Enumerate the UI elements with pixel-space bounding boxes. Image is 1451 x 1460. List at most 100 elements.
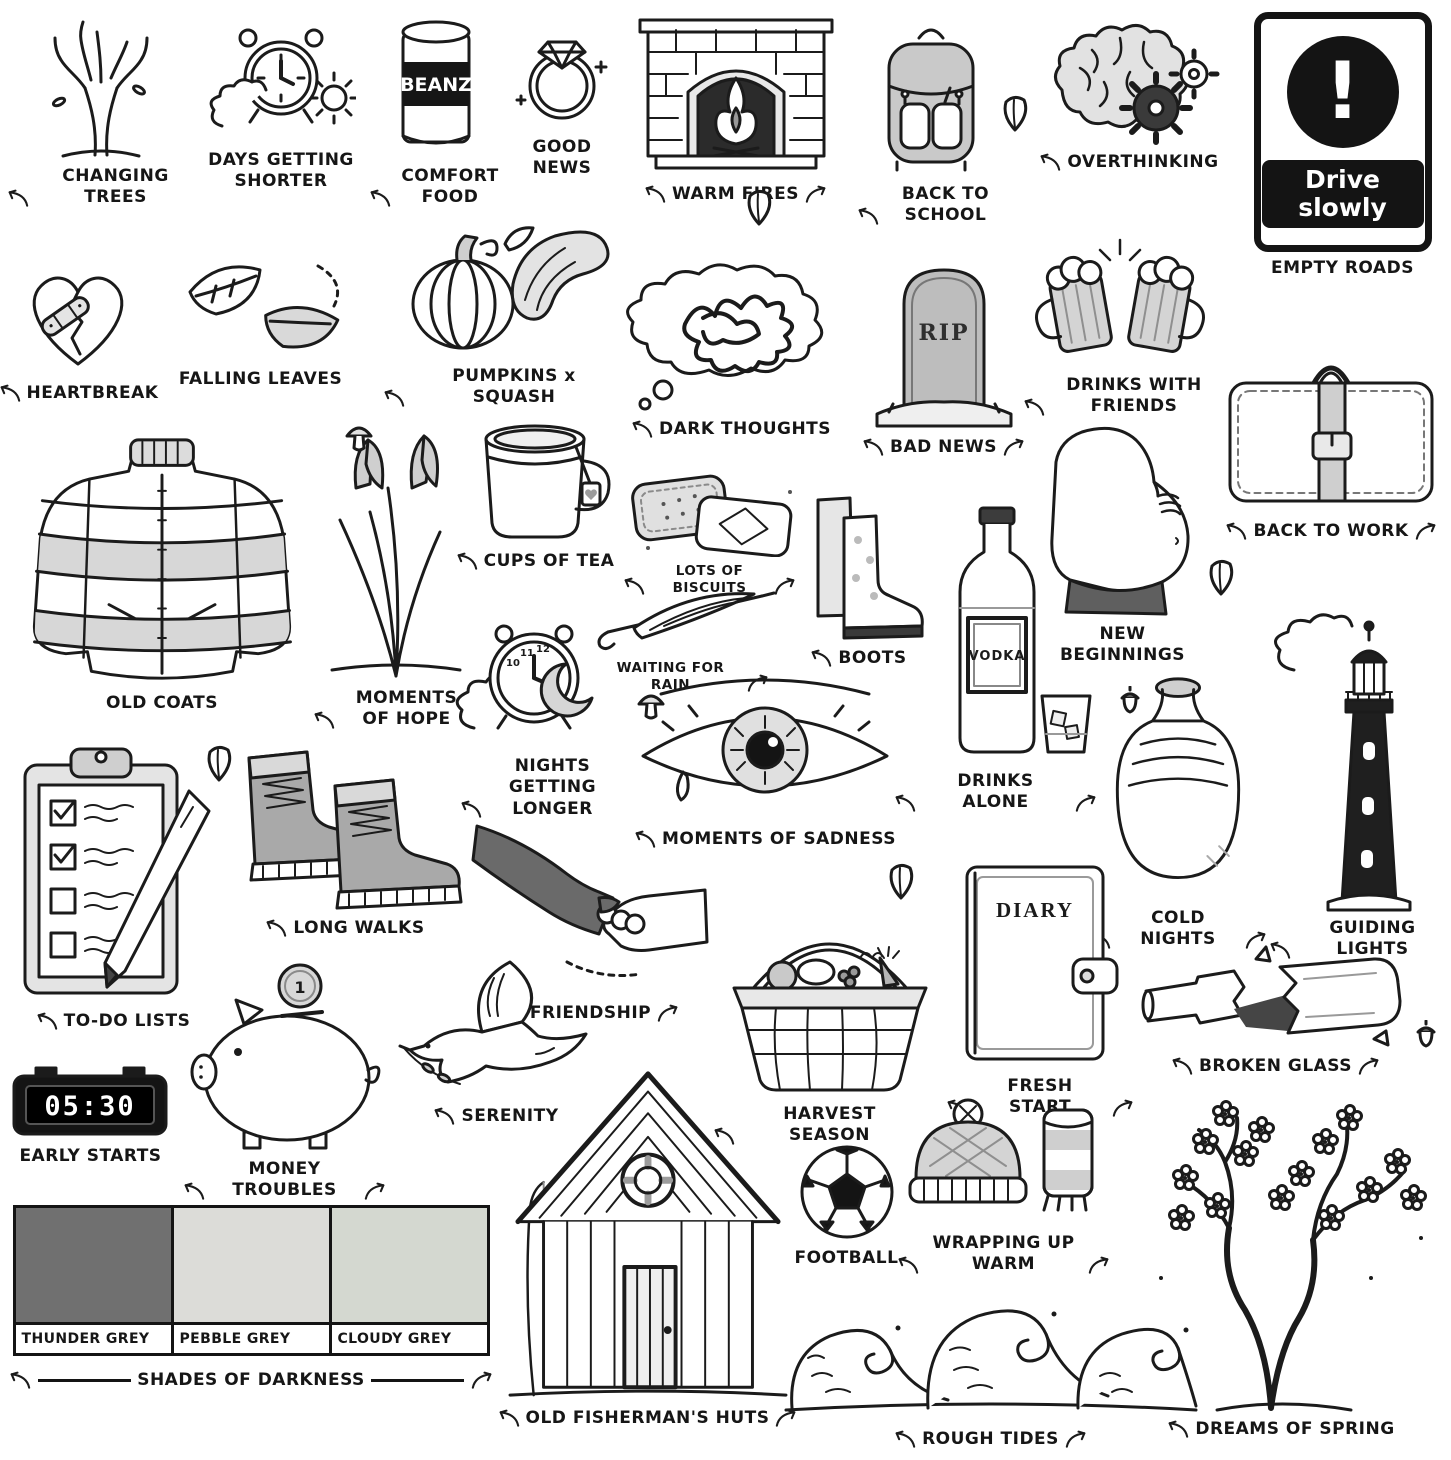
item-cold-nights: COLD NIGHTS xyxy=(1088,672,1268,951)
item-long-walks: LONG WALKS xyxy=(212,732,477,939)
item-label: COLD NIGHTS xyxy=(1140,908,1216,950)
item-falling-leaves: FALLING LEAVES xyxy=(168,248,353,390)
item-label: WARM FIRES xyxy=(672,184,799,204)
football-icon xyxy=(800,1145,893,1239)
crocus-flowers-icon xyxy=(330,434,462,678)
ring-icon xyxy=(515,40,608,120)
item-label: CUPS OF TEA xyxy=(483,551,615,571)
item-money-troubles: 1 MONEY TROUBLES xyxy=(182,948,387,1202)
arrow-icon xyxy=(364,1182,385,1200)
item-cups-of-tea: CUPS OF TEA xyxy=(452,405,617,572)
arrow-icon xyxy=(1415,522,1435,540)
hiking-boots-icon xyxy=(247,750,462,910)
mushroom-icon xyxy=(637,694,665,720)
item-label: OLD COATS xyxy=(106,693,218,713)
arrow-icon xyxy=(1024,398,1045,416)
fireplace-icon xyxy=(638,18,833,170)
sign-text: Drive slowly xyxy=(1261,160,1424,228)
alarm-clock-cloud-icon xyxy=(209,28,356,128)
bottle-label-text: VODKA xyxy=(968,649,1025,664)
item-new-beginnings: NEW BEGINNINGS xyxy=(1008,418,1208,667)
clock-numeral: 12 xyxy=(536,644,550,655)
broken-heart-icon xyxy=(32,276,124,366)
item-moments-of-sadness: MOMENTS OF SADNESS xyxy=(622,668,907,850)
fisherman-hut-icon xyxy=(508,1071,787,1397)
biscuits-icon xyxy=(630,474,792,557)
arrow-icon xyxy=(805,185,826,203)
item-back-to-work: BACK TO WORK xyxy=(1216,335,1446,542)
arrow-icon xyxy=(499,1409,519,1427)
item-label: EARLY STARTS xyxy=(19,1146,162,1166)
blossom-tree-icon xyxy=(1158,1100,1427,1412)
diary-cover-text: DIARY xyxy=(996,898,1074,922)
arrow-icon xyxy=(863,438,884,456)
arrow-icon xyxy=(457,552,477,570)
clasped-hands-icon xyxy=(471,824,708,977)
item-overthinking: OVERTHINKING xyxy=(1036,16,1221,173)
item-to-do-lists: TO-DO LISTS xyxy=(10,735,215,1032)
item-comfort-food: BEANZ COMFORT FOOD xyxy=(368,10,503,209)
arrow-icon xyxy=(1358,1057,1379,1075)
arrow-icon xyxy=(435,1107,455,1125)
briefcase-icon xyxy=(1228,365,1434,503)
item-label: LONG WALKS xyxy=(293,918,425,938)
item-label: DREAMS OF SPRING xyxy=(1195,1419,1395,1439)
arrow-icon xyxy=(184,1182,205,1200)
item-label: BROKEN GLASS xyxy=(1198,1056,1353,1076)
leaf-icon xyxy=(207,745,232,782)
item-old-coats: OLD COATS xyxy=(12,432,312,714)
piggy-bank-icon: 1 xyxy=(190,963,381,1150)
item-label: SHADES OF DARKNESS xyxy=(137,1370,365,1390)
arrow-icon xyxy=(1227,522,1247,540)
item-label: PUMPKINS x SQUASH xyxy=(452,366,576,408)
item-changing-trees: CHANGING TREES xyxy=(6,10,196,209)
swatch-color xyxy=(15,1208,171,1322)
arrow-icon xyxy=(1172,1057,1193,1075)
arrow-icon xyxy=(314,711,335,729)
item-label: ROUGH TIDES xyxy=(922,1429,1059,1449)
leaves-icon xyxy=(188,264,340,349)
brain-gears-icon xyxy=(1054,24,1220,145)
item-label: COMFORT FOOD xyxy=(401,166,499,208)
item-pumpkins-squash: PUMPKINS x SQUASH xyxy=(382,200,617,409)
item-label: HEARTBREAK xyxy=(26,383,159,403)
broken-bottle-icon xyxy=(1141,945,1402,1047)
vodka-bottle-glass-icon: VODKA xyxy=(958,506,1091,754)
item-label: GOOD NEWS xyxy=(532,137,592,179)
item-label: SERENITY xyxy=(461,1106,559,1126)
item-label: HARVEST SEASON xyxy=(783,1104,876,1146)
diary-icon: DIARY xyxy=(965,865,1119,1061)
item-boots: BOOTS xyxy=(788,482,928,669)
thought-cloud-scribble-icon xyxy=(625,263,823,411)
item-label: FRIENDSHIP xyxy=(529,1003,652,1023)
closed-umbrella-icon xyxy=(597,591,776,651)
arrow-icon xyxy=(471,1371,492,1389)
arrow-icon xyxy=(812,649,832,667)
item-label: OVERTHINKING xyxy=(1067,152,1219,172)
item-label: DAYS GETTING SHORTER xyxy=(208,150,354,192)
arrow-icon xyxy=(37,1012,57,1030)
item-label: MONEY TROUBLES xyxy=(232,1159,337,1201)
item-broken-glass: BROKEN GLASS xyxy=(1138,935,1413,1077)
arrow-icon xyxy=(1065,1430,1086,1448)
item-label: LOTS OF BISCUITS xyxy=(672,563,747,596)
bracket: SHADES OF DARKNESS xyxy=(8,1370,494,1391)
digital-clock-time: 05:30 xyxy=(44,1091,135,1122)
arrow-icon xyxy=(645,185,666,203)
arrow-icon xyxy=(0,384,20,402)
pumpkin-squash-icon xyxy=(411,226,609,350)
backpack-icon xyxy=(887,28,975,172)
digital-clock-icon: 05:30 xyxy=(12,1066,168,1136)
leaf-icon xyxy=(1003,95,1028,132)
item-fresh-start: DIARY FRESH START xyxy=(945,855,1135,1119)
gravestone-text: RIP xyxy=(918,320,969,346)
grey-swatches: THUNDER GREY PEBBLE GREY CLOUDY GREY xyxy=(12,1205,490,1356)
item-guiding-lights: GUIDING LIGHTS xyxy=(1268,592,1448,961)
item-label: NIGHTS GETTING LONGER xyxy=(508,756,597,819)
swatch-name: CLOUDY GREY xyxy=(331,1322,487,1353)
item-label: DARK THOUGHTS xyxy=(658,419,832,439)
item-days-getting-shorter: DAYS GETTING SHORTER xyxy=(196,14,366,193)
item-label: MOMENTS OF SADNESS xyxy=(662,829,896,849)
exclamation-icon: ! xyxy=(1286,36,1399,148)
item-label: BACK TO SCHOOL xyxy=(901,184,990,226)
